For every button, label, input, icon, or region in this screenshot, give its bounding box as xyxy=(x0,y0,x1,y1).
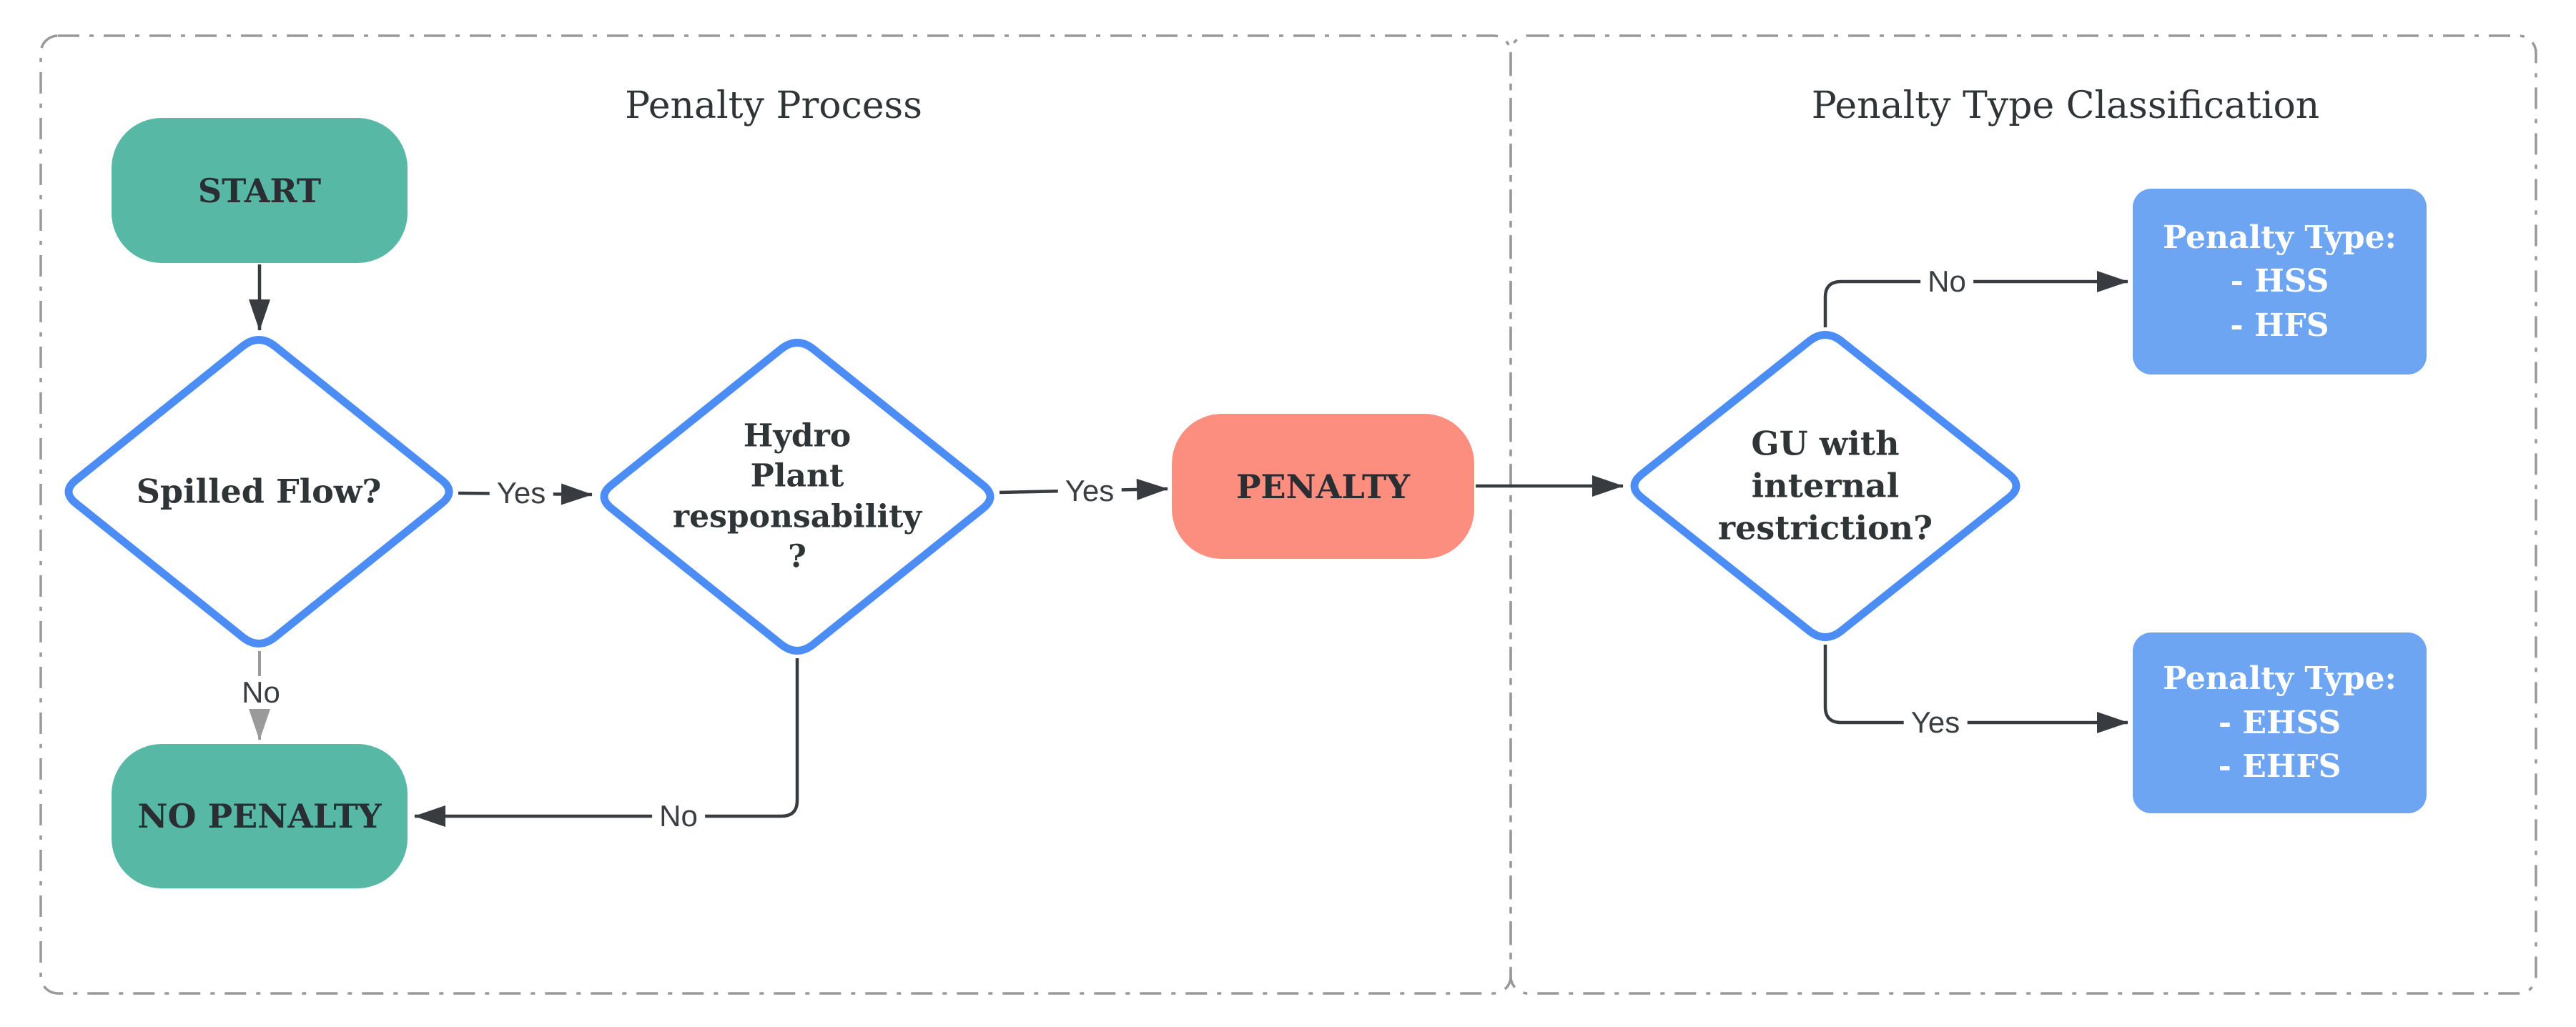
penalty-type-ehss-line1: Penalty Type: xyxy=(2163,660,2397,698)
edge-label-spilled-no: No xyxy=(235,675,287,710)
penalty-type-hss-line1: Penalty Type: xyxy=(2163,219,2397,256)
edge-label-hydro-no: No xyxy=(652,799,705,833)
edge-gu-no-to-hss xyxy=(1823,271,2128,327)
edge-label-hydro-yes: Yes xyxy=(1057,474,1122,508)
gu-label: GU with internal restriction? xyxy=(1718,423,1933,550)
spilled-flow-label: Spilled Flow? xyxy=(136,472,382,511)
gu-label-line2: internal xyxy=(1751,466,1900,505)
no-penalty-node-label: NO PENALTY xyxy=(137,797,382,835)
penalty-type-hss-box: Penalty Type: - HSS - HFS xyxy=(2133,189,2427,374)
penalty-type-ehss-line2: - EHSS xyxy=(2218,704,2341,741)
penalty-type-ehss-line3: - EHFS xyxy=(2218,748,2341,785)
edge-label-spilled-yes: Yes xyxy=(489,476,553,510)
hydro-label-line1: Hydro xyxy=(743,417,852,455)
hydro-label-line2: Plant xyxy=(750,457,844,495)
penalty-node: PENALTY xyxy=(1172,414,1474,559)
hydro-label-line3: responsability xyxy=(672,498,922,535)
spilled-flow-diamond xyxy=(64,336,453,648)
gu-label-line1: GU with xyxy=(1751,424,1900,463)
hydro-label: Hydro Plant responsability ? xyxy=(673,416,922,577)
edge-label-gu-no: No xyxy=(1920,264,1973,299)
hydro-responsibility-diamond xyxy=(600,339,995,655)
penalty-type-classification-container xyxy=(1509,34,2537,995)
edge-gu-yes-to-ehss xyxy=(1823,645,2128,733)
no-penalty-node: NO PENALTY xyxy=(112,744,408,888)
hydro-label-line4: ? xyxy=(788,538,806,575)
penalty-type-ehss-box: Penalty Type: - EHSS - EHFS xyxy=(2133,632,2427,813)
penalty-process-title: Penalty Process xyxy=(625,84,922,127)
gu-label-line3: restriction? xyxy=(1717,508,1933,547)
penalty-type-classification-title: Penalty Type Classification xyxy=(1811,84,2320,127)
edge-hydro-no-to-nopenalty xyxy=(414,658,799,827)
penalty-node-label: PENALTY xyxy=(1235,467,1411,506)
start-node: START xyxy=(112,118,408,263)
start-node-label: START xyxy=(197,171,322,210)
penalty-type-hss-line2: - HSS xyxy=(2230,263,2329,300)
penalty-type-hss-line3: - HFS xyxy=(2230,307,2329,344)
edge-label-gu-yes: Yes xyxy=(1903,705,1968,740)
gu-restriction-diamond xyxy=(1630,331,2020,641)
